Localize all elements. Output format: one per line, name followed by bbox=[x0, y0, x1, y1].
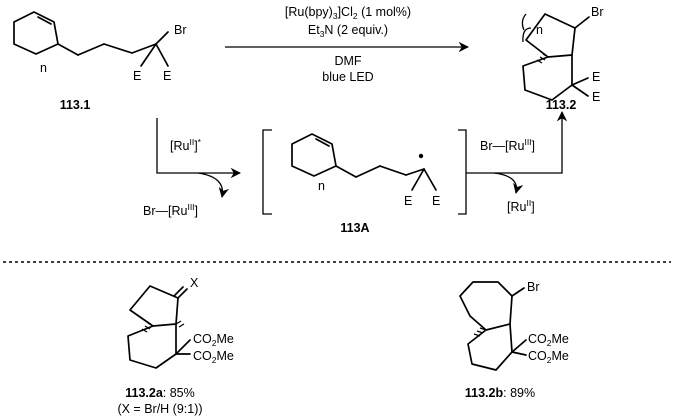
ru2-star-label: [RuII]* bbox=[170, 137, 202, 153]
ru2-label: [RuII] bbox=[507, 198, 535, 214]
yield-113-2b: : 89% bbox=[503, 386, 535, 400]
yield-113-2a: : 85% bbox=[163, 386, 195, 400]
compound-label-113-2a: 113.2a bbox=[125, 386, 164, 400]
product-a-caption: 113.2a: 85% bbox=[125, 386, 195, 400]
mechanism-arrow-left bbox=[156, 118, 242, 179]
left-bracket bbox=[262, 129, 272, 215]
co2me-label: CO2Me bbox=[193, 349, 234, 365]
br-label-113-2: Br bbox=[591, 5, 604, 19]
compound-113-1-structure bbox=[13, 11, 169, 67]
ring-index-n: n bbox=[536, 23, 543, 37]
intermediate-113a-structure bbox=[291, 133, 437, 191]
co2me-label: CO2Me bbox=[528, 332, 569, 348]
product-b-caption: 113.2b: 89% bbox=[465, 386, 535, 400]
ester-e-label: E bbox=[592, 90, 600, 104]
catalyst-label: [Ru(bpy)3]Cl2 (1 mol%) bbox=[285, 5, 411, 21]
br-label-113-1: Br bbox=[174, 23, 187, 37]
light-label: blue LED bbox=[322, 70, 373, 84]
solvent-label: DMF bbox=[334, 54, 361, 68]
br-label-113-2b: Br bbox=[527, 280, 540, 294]
compound-label-113-2b: 113.2b bbox=[465, 386, 504, 400]
co2me-label: CO2Me bbox=[193, 332, 234, 348]
x-substituent-label: X bbox=[190, 276, 199, 290]
ester-e-label: E bbox=[592, 70, 600, 84]
right-bracket bbox=[458, 129, 467, 215]
compound-label-113-1: 113.1 bbox=[60, 98, 91, 112]
co2me-label: CO2Me bbox=[528, 349, 569, 365]
ring-index-n: n bbox=[40, 61, 47, 75]
product-113-2a-structure bbox=[127, 285, 191, 369]
base-label: Et3N (2 equiv.) bbox=[308, 23, 388, 39]
product-113-2b-structure bbox=[459, 281, 527, 371]
br-ru3-left-label: Br—[RuIII] bbox=[143, 202, 198, 218]
ester-e-label: E bbox=[404, 194, 412, 208]
compound-label-113-2: 113.2 bbox=[546, 98, 577, 112]
br-ru3-right-label: Br—[RuIII] bbox=[480, 137, 535, 153]
ester-e-label: E bbox=[133, 69, 141, 83]
ester-e-label: E bbox=[163, 69, 171, 83]
ratio-note: (X = Br/H (9:1)) bbox=[117, 402, 202, 416]
curved-arrow-left bbox=[197, 172, 229, 199]
compound-113-2-structure bbox=[521, 13, 590, 101]
curved-arrow-right bbox=[493, 172, 524, 195]
intermediate-label-113a: 113A bbox=[340, 221, 369, 235]
ring-index-n: n bbox=[318, 179, 325, 193]
ester-e-label: E bbox=[432, 194, 440, 208]
